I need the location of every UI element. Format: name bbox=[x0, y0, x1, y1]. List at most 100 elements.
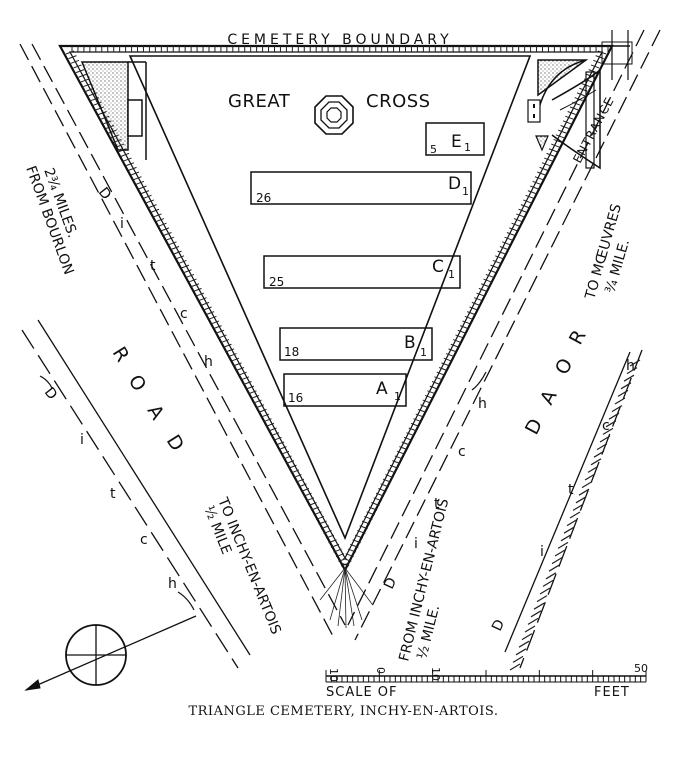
road-letter: R bbox=[108, 343, 134, 366]
cemetery-boundary-wall bbox=[58, 44, 614, 573]
bank-hatch-stroke bbox=[524, 625, 536, 633]
hatch-stroke bbox=[495, 255, 504, 260]
bank-hatch-stroke bbox=[566, 519, 578, 527]
ditch-letter: D bbox=[95, 185, 114, 203]
hatch-stroke bbox=[413, 418, 422, 423]
hatch-stroke bbox=[558, 129, 567, 134]
hatch-stroke bbox=[415, 413, 424, 418]
hatch-stroke bbox=[80, 78, 90, 83]
hatch-stroke bbox=[541, 162, 551, 167]
hatch-stroke bbox=[469, 306, 478, 311]
ditch-letter: t bbox=[568, 482, 574, 498]
bank-hatch-stroke bbox=[572, 503, 584, 511]
hatch-stroke bbox=[408, 427, 417, 432]
bank-hatch-stroke bbox=[527, 617, 539, 625]
hatch-stroke bbox=[68, 55, 77, 60]
hatch-stroke bbox=[373, 497, 382, 502]
ditch-letter: D bbox=[41, 385, 60, 403]
hatch-stroke bbox=[375, 492, 385, 497]
plot-d-sub: 1 bbox=[462, 185, 469, 198]
hatch-stroke bbox=[530, 185, 539, 190]
hatch-stroke bbox=[243, 381, 252, 385]
scale-tick-label: 10 bbox=[327, 668, 340, 682]
ditch-letter: i bbox=[120, 216, 124, 232]
from-bourlon-label: FROM BOURLON 2¾ MILES. bbox=[22, 164, 80, 277]
hatch-stroke bbox=[429, 385, 438, 390]
hatch-stroke bbox=[511, 222, 520, 227]
hatch-stroke bbox=[485, 273, 495, 278]
hatch-stroke bbox=[382, 478, 392, 483]
hatch-stroke bbox=[160, 227, 170, 232]
hatch-stroke bbox=[544, 157, 553, 162]
ditch-letter: D bbox=[489, 617, 508, 634]
hatch-stroke bbox=[125, 162, 135, 167]
hatch-stroke bbox=[366, 511, 375, 516]
hatch-stroke bbox=[523, 199, 532, 204]
hatch-stroke bbox=[490, 264, 499, 269]
bank-hatch-stroke bbox=[509, 663, 521, 671]
hatch-stroke bbox=[268, 427, 277, 432]
hatch-stroke bbox=[138, 185, 147, 190]
bank-hatch-stroke bbox=[560, 534, 572, 542]
hatch-stroke bbox=[170, 246, 180, 250]
great-cross bbox=[314, 95, 354, 135]
ditch-letter: t bbox=[434, 496, 440, 512]
hatch-stroke bbox=[424, 394, 434, 399]
hatch-stroke bbox=[173, 250, 182, 255]
hatch-stroke bbox=[340, 562, 350, 567]
plot-row-c: 25 C 1 bbox=[263, 255, 461, 289]
hatch-stroke bbox=[295, 478, 305, 483]
hatch-stroke bbox=[502, 241, 511, 246]
hatch-stroke bbox=[213, 325, 222, 330]
hatch-stroke bbox=[590, 64, 600, 69]
hatch-stroke bbox=[352, 539, 361, 544]
hatch-stroke bbox=[532, 180, 541, 185]
hatch-stroke bbox=[406, 432, 415, 437]
hatch-stroke bbox=[330, 543, 340, 548]
bank-hatch-stroke bbox=[563, 526, 575, 534]
hatch-stroke bbox=[335, 553, 345, 558]
plot-d-row: D bbox=[448, 174, 461, 194]
hatch-stroke bbox=[457, 329, 466, 334]
hatch-stroke bbox=[431, 381, 441, 385]
hatch-stroke bbox=[410, 422, 420, 427]
hatch-stroke bbox=[380, 483, 389, 488]
hatch-stroke bbox=[238, 371, 247, 376]
hatch-stroke bbox=[228, 353, 237, 358]
right-ditch-bank-hatching bbox=[509, 359, 641, 671]
hatch-stroke bbox=[275, 441, 285, 446]
hatch-stroke bbox=[520, 204, 530, 209]
hatch-stroke bbox=[569, 106, 579, 111]
hatch-stroke bbox=[293, 474, 302, 479]
bank-hatch-stroke bbox=[590, 458, 602, 466]
cemetery-boundary-label: CEMETERY BOUNDARY bbox=[227, 32, 452, 48]
hatch-stroke bbox=[574, 97, 583, 102]
hatch-stroke bbox=[392, 460, 401, 465]
road-label-left: R O A D bbox=[108, 343, 188, 455]
hatch-stroke bbox=[145, 199, 155, 204]
hatch-stroke bbox=[481, 283, 490, 288]
ditch-letter: i bbox=[80, 432, 84, 448]
hatch-stroke bbox=[175, 255, 185, 260]
hatch-stroke bbox=[195, 292, 205, 297]
hatch-stroke bbox=[73, 64, 82, 69]
ditch-letter: D bbox=[381, 575, 400, 592]
hatch-stroke bbox=[220, 339, 230, 344]
hatch-stroke bbox=[567, 111, 576, 115]
bank-hatch-stroke bbox=[626, 367, 638, 375]
hatch-stroke bbox=[443, 357, 452, 362]
hatch-stroke bbox=[343, 557, 352, 562]
hatch-stroke bbox=[245, 385, 255, 390]
hatch-stroke bbox=[65, 50, 75, 55]
hatch-stroke bbox=[218, 334, 227, 339]
hatch-stroke bbox=[130, 171, 140, 176]
hatch-stroke bbox=[350, 543, 359, 548]
hatch-stroke bbox=[525, 194, 534, 199]
hatch-stroke bbox=[565, 115, 574, 120]
top-wall-hatching bbox=[71, 46, 609, 52]
bank-hatch-stroke bbox=[521, 633, 533, 641]
hatch-stroke bbox=[534, 176, 544, 181]
hatch-stroke bbox=[354, 534, 364, 539]
hatch-stroke bbox=[371, 502, 380, 506]
plot-b-sub: 1 bbox=[420, 346, 427, 359]
